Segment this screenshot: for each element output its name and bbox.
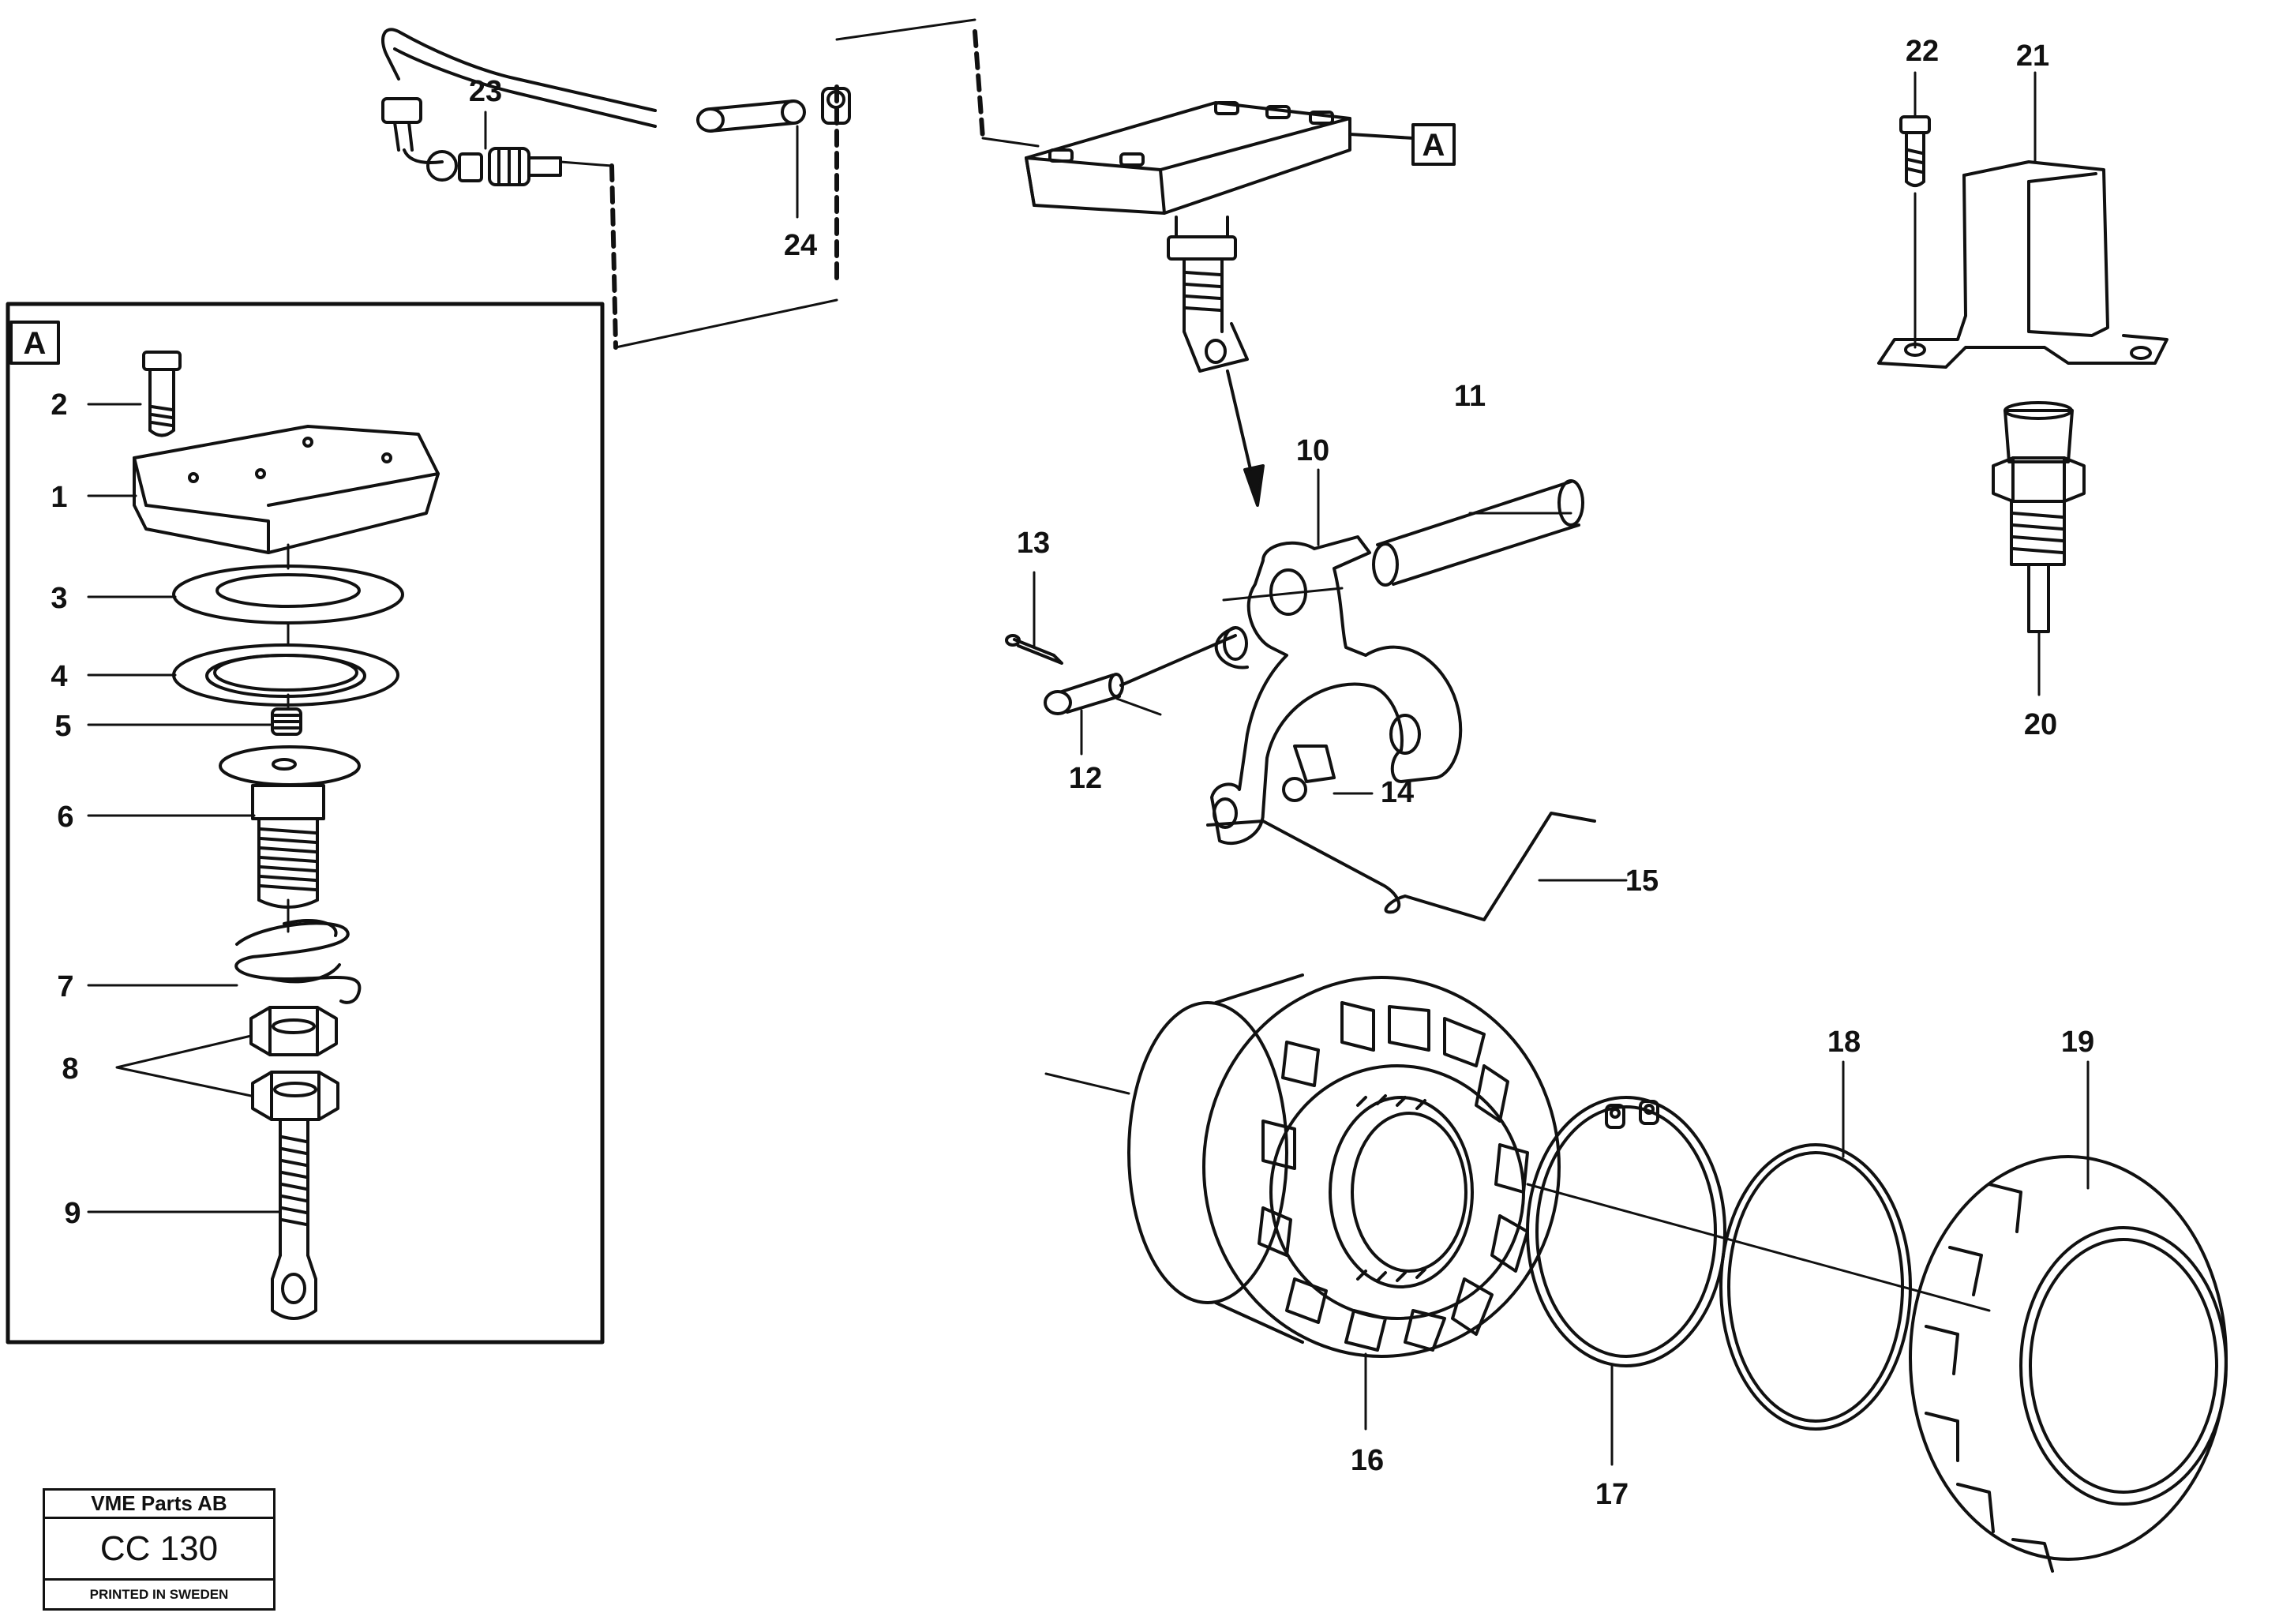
part-bolt-2	[142, 351, 182, 437]
callout-9: 9	[64, 1197, 81, 1230]
part-plug-5	[271, 707, 302, 736]
callout-6: 6	[57, 801, 73, 834]
part-valve-block	[1025, 101, 1456, 373]
callout-11: 11	[1454, 380, 1486, 413]
valve-ref-tag: A	[1423, 128, 1445, 163]
stamp-company: VME Parts AB	[45, 1491, 273, 1519]
callout-24: 24	[784, 229, 817, 262]
callout-3: 3	[51, 582, 67, 615]
part-pin-12	[1044, 634, 1237, 715]
callout-15: 15	[1625, 865, 1659, 898]
part-bolt-22	[1899, 115, 1931, 349]
callout-22: 22	[1906, 35, 1939, 68]
part-pin-11	[1372, 479, 1584, 587]
part-cover-plate-1	[133, 425, 440, 554]
part-stud-14	[1282, 744, 1336, 802]
callout-14: 14	[1381, 776, 1414, 809]
part-spring-wire-15	[1206, 812, 1596, 921]
callout-20: 20	[2024, 708, 2057, 741]
callout-16: 16	[1351, 1444, 1384, 1477]
callout-1: 1	[51, 481, 67, 514]
title-stamp: VME Parts AB CC 130 PRINTED IN SWEDEN	[43, 1488, 276, 1611]
part-sleeve-16	[1127, 973, 1561, 1358]
arrow-down	[1226, 369, 1265, 507]
part-spring-7	[234, 918, 362, 1004]
stamp-printed: PRINTED IN SWEDEN	[89, 1586, 229, 1602]
callout-7: 7	[57, 970, 73, 1003]
leader-lines	[87, 71, 2090, 1466]
callout-8: 8	[62, 1052, 78, 1086]
dashed-leader-lines	[609, 29, 985, 350]
part-shift-fork-10	[1210, 535, 1463, 846]
part-washer-3	[172, 564, 404, 624]
callout-23: 23	[469, 75, 502, 108]
part-bracket-21	[1877, 160, 2168, 369]
callout-2: 2	[51, 388, 67, 422]
part-eye-bolt-9	[271, 1120, 317, 1320]
pipe-assembly	[381, 28, 851, 186]
inset-frame-tag: A	[24, 326, 47, 361]
callout-10: 10	[1296, 434, 1329, 467]
part-sensor-20	[1992, 401, 2086, 633]
callout-5: 5	[54, 710, 71, 743]
callout-12: 12	[1069, 762, 1102, 795]
part-oring-18	[1719, 1143, 1912, 1431]
callout-17: 17	[1595, 1478, 1629, 1511]
inset-frame-a	[6, 302, 605, 1345]
callout-labels: 2 1 3 4 5 6 7 8 9 10 11 12 13 14 15 16 1…	[51, 35, 2094, 1511]
part-circlip-17	[1526, 1096, 1726, 1367]
callout-21: 21	[2016, 39, 2049, 73]
part-ring-gear-19	[1909, 1155, 2228, 1573]
part-seal-4	[172, 643, 399, 707]
part-sleeve-6	[219, 745, 361, 909]
part-nuts-8	[249, 1006, 339, 1121]
callout-18: 18	[1827, 1026, 1861, 1059]
stamp-code: CC 130	[45, 1519, 273, 1581]
callout-19: 19	[2061, 1026, 2094, 1059]
callout-4: 4	[51, 660, 67, 693]
callout-13: 13	[1017, 527, 1050, 560]
